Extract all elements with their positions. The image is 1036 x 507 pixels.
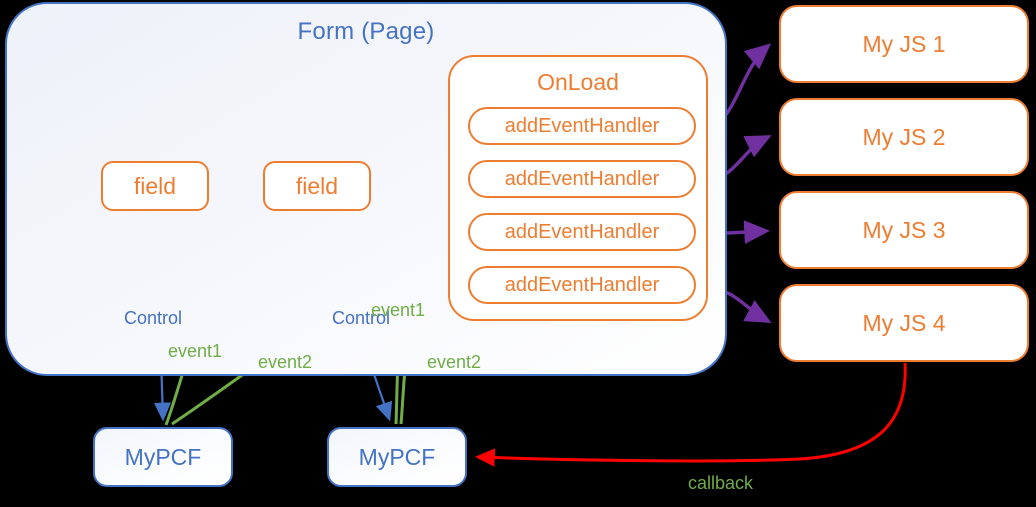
- add-event-handler-3[interactable]: addEventHandler: [468, 213, 696, 251]
- edge-label-control-2: Control: [332, 308, 391, 328]
- field-box-1[interactable]: field: [101, 161, 209, 211]
- pcf-control-box-2[interactable]: MyPCF: [327, 427, 467, 487]
- pcf-label: MyPCF: [124, 443, 202, 470]
- field-label: field: [133, 172, 177, 199]
- pcf-label: MyPCF: [358, 443, 436, 470]
- js-script-box-4[interactable]: My JS 4: [779, 284, 1029, 362]
- edge-label-event1-1: event1: [168, 341, 223, 361]
- js-script-box-1[interactable]: My JS 1: [779, 5, 1029, 83]
- edge-label-event2-1: event2: [258, 352, 313, 372]
- edge-label-callback: callback: [688, 473, 754, 493]
- edge-label-event1-2: event1: [371, 300, 426, 320]
- connector-callback: [475, 362, 907, 467]
- onload-group: OnLoad addEventHandler addEventHandler a…: [448, 55, 708, 321]
- add-event-handler-2[interactable]: addEventHandler: [468, 160, 696, 198]
- pcf-control-box-1[interactable]: MyPCF: [93, 427, 233, 487]
- field-box-2[interactable]: field: [263, 161, 371, 211]
- add-event-handler-4[interactable]: addEventHandler: [468, 266, 696, 304]
- add-event-handler-1[interactable]: addEventHandler: [468, 107, 696, 145]
- page-title: Form (Page): [297, 18, 435, 45]
- js-script-box-3[interactable]: My JS 3: [779, 191, 1029, 269]
- edge-label-event2-2: event2: [427, 352, 482, 372]
- js-script-box-2[interactable]: My JS 2: [779, 98, 1029, 176]
- onload-title: OnLoad: [537, 69, 619, 95]
- edge-label-control-1: Control: [124, 308, 183, 328]
- field-label: field: [295, 172, 339, 199]
